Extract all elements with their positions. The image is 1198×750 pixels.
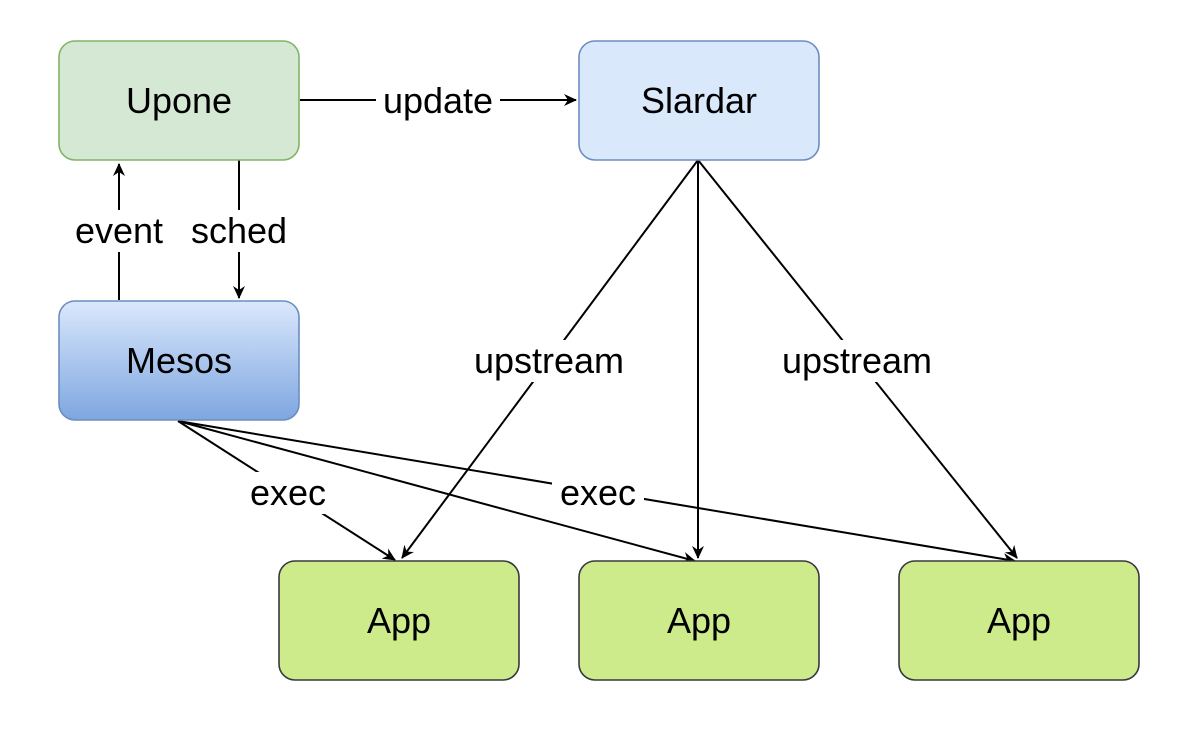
edge-upstream-left-label: upstream	[474, 340, 624, 381]
node-upone-box	[59, 41, 299, 160]
node-mesos-label: Mesos	[126, 340, 232, 381]
node-mesos[interactable]: Mesos	[58, 300, 300, 421]
node-app-1[interactable]: App	[278, 560, 520, 681]
node-app-1-label: App	[367, 600, 431, 641]
edge-mesos-app2	[177, 420, 696, 564]
node-slardar-box	[579, 41, 819, 160]
edge-exec-mid: exec	[177, 420, 1016, 565]
node-upone-label: Upone	[126, 80, 232, 121]
edge-exec-left-label: exec	[250, 472, 326, 513]
node-app-3-label: App	[987, 600, 1051, 641]
edge-upstream-right: upstream	[697, 159, 1018, 559]
node-app-2-label: App	[667, 600, 731, 641]
node-app-3-box	[899, 561, 1139, 680]
edge-upstream-left: upstream	[401, 159, 699, 559]
node-upone[interactable]: Upone	[58, 40, 300, 161]
edge-exec-left: exec	[177, 420, 396, 561]
node-mesos-box	[59, 301, 299, 420]
edge-update: update	[300, 80, 577, 121]
edge-exec-mid-label: exec	[560, 472, 636, 513]
edge-sched: sched	[185, 160, 293, 299]
edge-event-label: event	[75, 210, 163, 251]
node-app-2[interactable]: App	[578, 560, 820, 681]
node-app-2-box	[579, 561, 819, 680]
edge-sched-label: sched	[191, 210, 287, 251]
edge-update-label: update	[383, 80, 493, 121]
edge-upstream-right-label: upstream	[782, 340, 932, 381]
node-slardar-label: Slardar	[641, 80, 757, 121]
node-app-3[interactable]: App	[898, 560, 1140, 681]
node-slardar[interactable]: Slardar	[578, 40, 820, 161]
edge-event: event	[68, 163, 170, 300]
node-app-1-box	[279, 561, 519, 680]
